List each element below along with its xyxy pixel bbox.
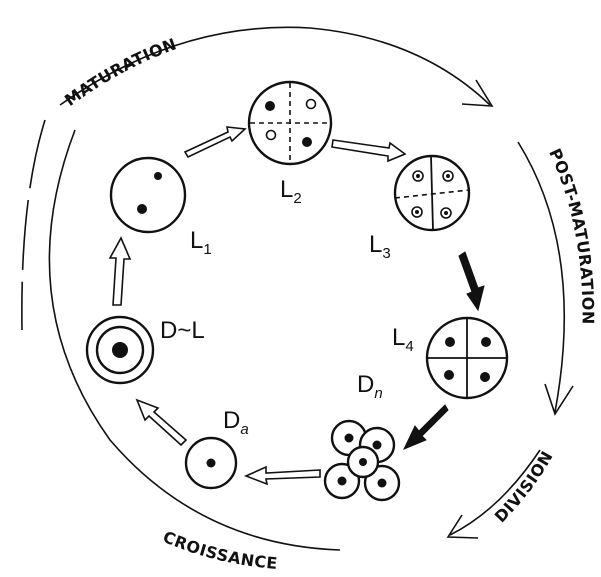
inner-arc	[48, 129, 341, 551]
cell-l3	[393, 154, 471, 232]
dn-cell	[323, 462, 361, 500]
arrowhead-maturation	[461, 79, 494, 107]
arrow-dl-to-l1	[108, 236, 132, 306]
label-l3: L3	[369, 231, 391, 262]
cell-l2	[247, 80, 333, 166]
arrow-l3-to-l4	[458, 251, 485, 312]
cell-cluster-dn	[323, 419, 401, 502]
label-l1: L1	[190, 227, 212, 258]
cell-l1	[109, 156, 187, 234]
outer-arc-top	[59, 26, 491, 106]
arrowhead-post-maturation	[544, 383, 574, 416]
arrow-da-to-dn	[243, 465, 321, 486]
outer-arc-bottom	[449, 449, 541, 536]
dn-cell	[330, 419, 368, 457]
outer-arc-right	[517, 141, 566, 413]
arrow-l1-to-l2	[183, 126, 247, 159]
label-dn: Dn	[357, 371, 383, 402]
label-l4: L4	[392, 324, 414, 355]
cell-l4	[425, 316, 509, 400]
phase-label-division: DIVISION	[491, 448, 557, 527]
outer-cycle	[21, 26, 574, 551]
phase-label-post-maturation: POST-MATURATION	[545, 146, 597, 325]
phase-label-croissance: CROISSANCE	[160, 527, 278, 573]
arrow-l2-to-l3	[331, 139, 407, 163]
arrowhead-division	[446, 514, 479, 539]
label-da: Da	[223, 407, 249, 438]
phase-label-maturation: MATURATION	[61, 34, 179, 110]
cell-d-l	[85, 315, 155, 385]
arrow-l4-to-dn	[402, 404, 449, 450]
label-l2: L2	[280, 176, 302, 207]
label-d-l: D~L	[160, 317, 205, 344]
cell-da	[184, 436, 238, 490]
outer-arc-left-dashed	[21, 119, 46, 331]
dn-cell	[346, 445, 380, 479]
dn-cell	[363, 464, 401, 502]
arrow-da-to-dl	[135, 398, 188, 447]
